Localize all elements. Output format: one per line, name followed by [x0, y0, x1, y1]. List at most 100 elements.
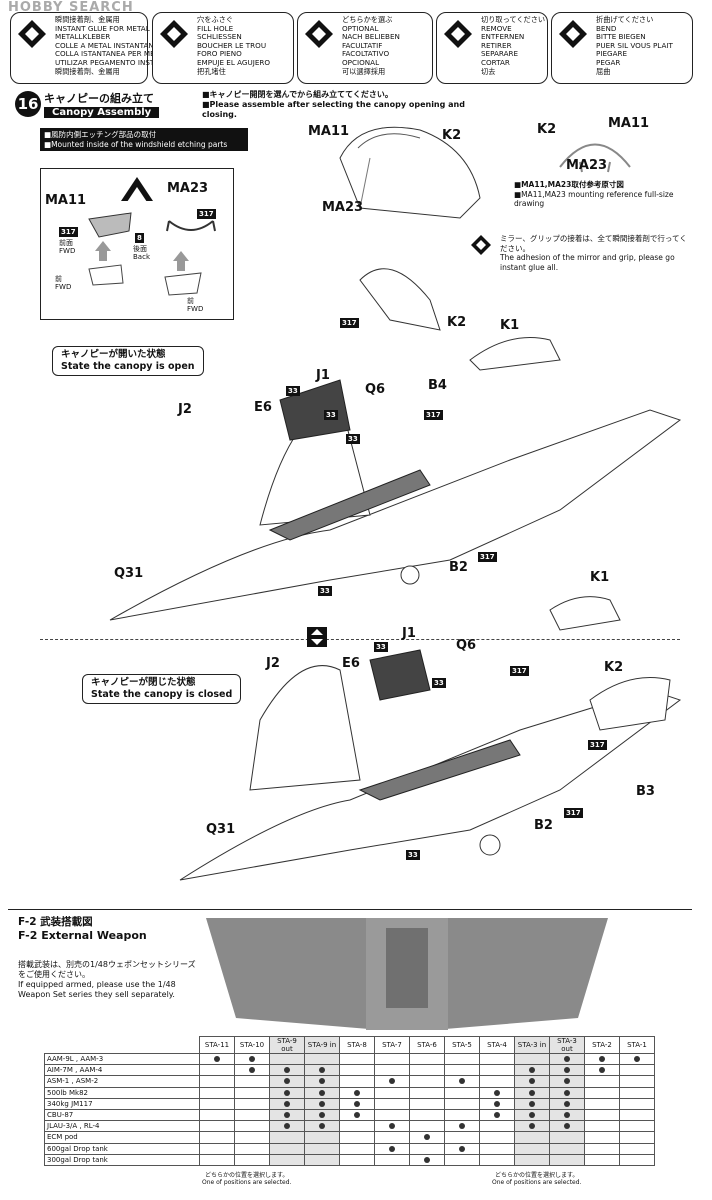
mount-cell — [199, 1131, 235, 1144]
station-header: STA-8 — [339, 1036, 375, 1054]
weapon-name: 600gal Drop tank — [44, 1142, 200, 1155]
mount-cell — [339, 1097, 375, 1110]
mount-cell — [374, 1120, 410, 1133]
mount-cell — [374, 1153, 410, 1166]
mount-cell — [234, 1064, 270, 1077]
label-c-317c: 317 — [564, 808, 583, 818]
mount-cell — [234, 1142, 270, 1155]
footnote-left-en: One of positions are selected. — [202, 1179, 292, 1186]
mount-cell — [199, 1120, 235, 1133]
station-header: STA-4 — [479, 1036, 515, 1054]
mount-cell — [584, 1064, 620, 1077]
mount-cell — [514, 1108, 550, 1122]
station-header: STA-10 — [234, 1036, 270, 1054]
mount-cell — [514, 1131, 550, 1144]
mount-dot — [564, 1112, 570, 1119]
mount-dot — [389, 1145, 395, 1152]
mount-cell — [514, 1153, 550, 1166]
mount-cell — [269, 1142, 305, 1155]
mount-cell — [549, 1108, 585, 1122]
label-c-k2: K2 — [604, 660, 624, 675]
station-header: STA-6 — [409, 1036, 445, 1054]
footnote-right-en: One of positions are selected. — [492, 1179, 582, 1186]
reference-drawing — [559, 143, 631, 173]
mount-cell — [234, 1120, 270, 1133]
table-corner — [44, 1036, 200, 1054]
legend-box: 切り取ってください REMOVE ENTFERNEN RETIRER SEPAR… — [436, 12, 548, 84]
mount-cell — [374, 1052, 410, 1066]
mount-dot — [284, 1123, 290, 1130]
legend-text: 折曲げてください BEND BITTE BIEGEN PUER SIL VOUS… — [596, 15, 673, 76]
station-header: STA-2 — [584, 1036, 620, 1054]
mount-cell — [584, 1142, 620, 1155]
mount-cell — [514, 1064, 550, 1077]
table-row: AIM-7M , AAM-4 — [44, 1064, 655, 1077]
mount-cell — [549, 1052, 585, 1066]
canopy-top-drawing — [339, 126, 481, 219]
weapon-name: AIM-7M , AAM-4 — [44, 1064, 200, 1077]
mount-cell — [479, 1086, 515, 1099]
mount-dot — [284, 1089, 290, 1096]
mount-cell — [619, 1142, 655, 1155]
table-row: ECM pod — [44, 1131, 655, 1144]
state-closed-jp: キャノピーが閉じた状態 — [91, 677, 196, 688]
detail-8: 8 — [135, 233, 144, 243]
station-header: STA-5 — [444, 1036, 480, 1054]
legend-text: 穴をふさぐ FILL HOLE SCHLIESSEN BOUCHER LE TR… — [197, 15, 271, 76]
mount-dot — [389, 1078, 395, 1085]
weapon-name: AAM-9L , AAM-3 — [44, 1052, 200, 1066]
mount-cell — [479, 1131, 515, 1144]
mount-dot — [284, 1067, 290, 1074]
mount-cell — [549, 1086, 585, 1099]
mount-dot — [354, 1100, 360, 1107]
station-header: STA-11 — [199, 1036, 235, 1054]
mount-cell — [409, 1108, 445, 1122]
mount-cell — [479, 1153, 515, 1166]
mount-cell — [304, 1153, 340, 1166]
mount-cell — [304, 1108, 340, 1122]
mount-cell — [619, 1064, 655, 1077]
mount-dot — [319, 1123, 325, 1130]
mount-cell — [584, 1120, 620, 1133]
mount-dot — [319, 1112, 325, 1119]
label-o-317a: 317 — [340, 318, 359, 328]
mount-cell — [619, 1052, 655, 1066]
weapon-note-en: If equipped armed, please use the 1/48 W… — [18, 980, 176, 999]
mount-cell — [269, 1153, 305, 1166]
mount-cell — [409, 1052, 445, 1066]
mount-cell — [584, 1131, 620, 1144]
mount-dot — [459, 1145, 465, 1152]
step-title: キャノピーの組み立て Canopy Assembly — [44, 90, 160, 118]
mount-cell — [304, 1097, 340, 1110]
mount-cell — [199, 1064, 235, 1077]
aircraft-closed-drawing — [179, 596, 682, 881]
mirror-en: The adhesion of the mirror and grip, ple… — [500, 253, 675, 272]
step-title-jp: キャノピーの組み立て — [44, 92, 154, 105]
mount-cell — [199, 1142, 235, 1155]
mount-cell — [374, 1131, 410, 1144]
fill-hole-icon — [160, 20, 188, 48]
aircraft-open-drawing — [109, 268, 682, 621]
mount-cell — [514, 1052, 550, 1066]
mount-cell — [409, 1142, 445, 1155]
mount-cell — [199, 1075, 235, 1088]
mount-cell — [514, 1086, 550, 1099]
table-row: 300gal Drop tank — [44, 1153, 655, 1166]
mount-cell — [584, 1153, 620, 1166]
label-top-k2: K2 — [442, 128, 462, 143]
mount-dot — [249, 1067, 255, 1074]
mount-cell — [444, 1142, 480, 1155]
optional-icon — [305, 20, 333, 48]
mount-cell — [374, 1075, 410, 1088]
label-top-ma23: MA23 — [322, 200, 364, 215]
mount-cell — [479, 1120, 515, 1133]
mount-cell — [339, 1153, 375, 1166]
legend-text: どちらかを選ぶ OPTIONAL NACH BELIEBEN FACULTATI… — [342, 15, 400, 76]
mount-cell — [549, 1153, 585, 1166]
footnote-left-jp: どちらかの位置を選択します。 — [205, 1172, 289, 1179]
mount-dot — [529, 1067, 535, 1074]
mount-cell — [269, 1097, 305, 1110]
weapon-note: 搭載武装は、別売の1/48ウェポンセットシリーズをご使用ください。 If equ… — [18, 960, 200, 1000]
